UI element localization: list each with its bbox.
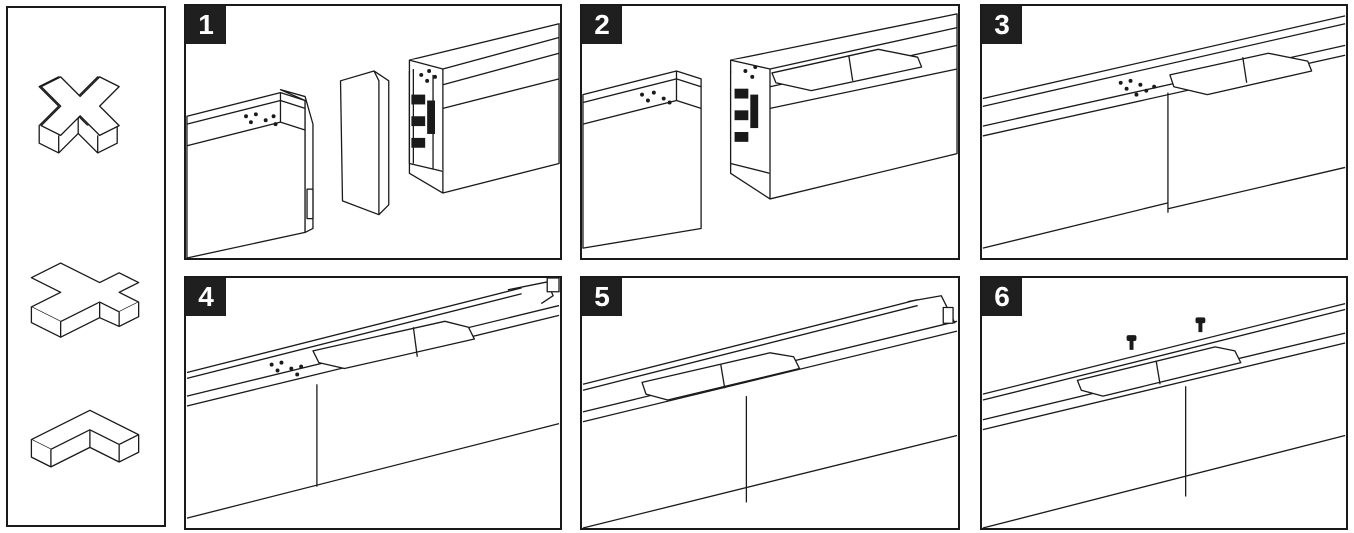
profile-endcap-separated-icon [186,6,560,258]
screws-fastened-icon [982,278,1346,528]
step-panel-6: 6 [980,276,1348,530]
step-number-badge: 1 [186,6,226,44]
tee-connector-icon [31,263,138,337]
connector-plate-slid-icon [186,278,560,528]
step-number-badge: 5 [582,278,622,316]
step-panel-4: 4 [184,276,562,530]
step-panel-3: 3 [980,4,1348,260]
connector-shapes-drawing [8,8,164,525]
connector-types-sidebar [6,6,166,527]
profiles-joined-icon [982,6,1346,258]
screw-icon [1126,317,1206,350]
step-panel-2: 2 [580,4,960,260]
corner-connector-icon [31,410,138,467]
step-panel-5: 5 [580,276,960,530]
connector-plate-centered-icon [582,278,958,528]
step-panel-1: 1 [184,4,562,260]
step-number-badge: 2 [582,6,622,44]
step-number-badge: 3 [982,6,1022,44]
step-number-badge: 6 [982,278,1022,316]
step-number-badge: 4 [186,278,226,316]
cross-connector-icon [39,77,119,153]
profile-endcap-removed-icon [582,6,958,258]
